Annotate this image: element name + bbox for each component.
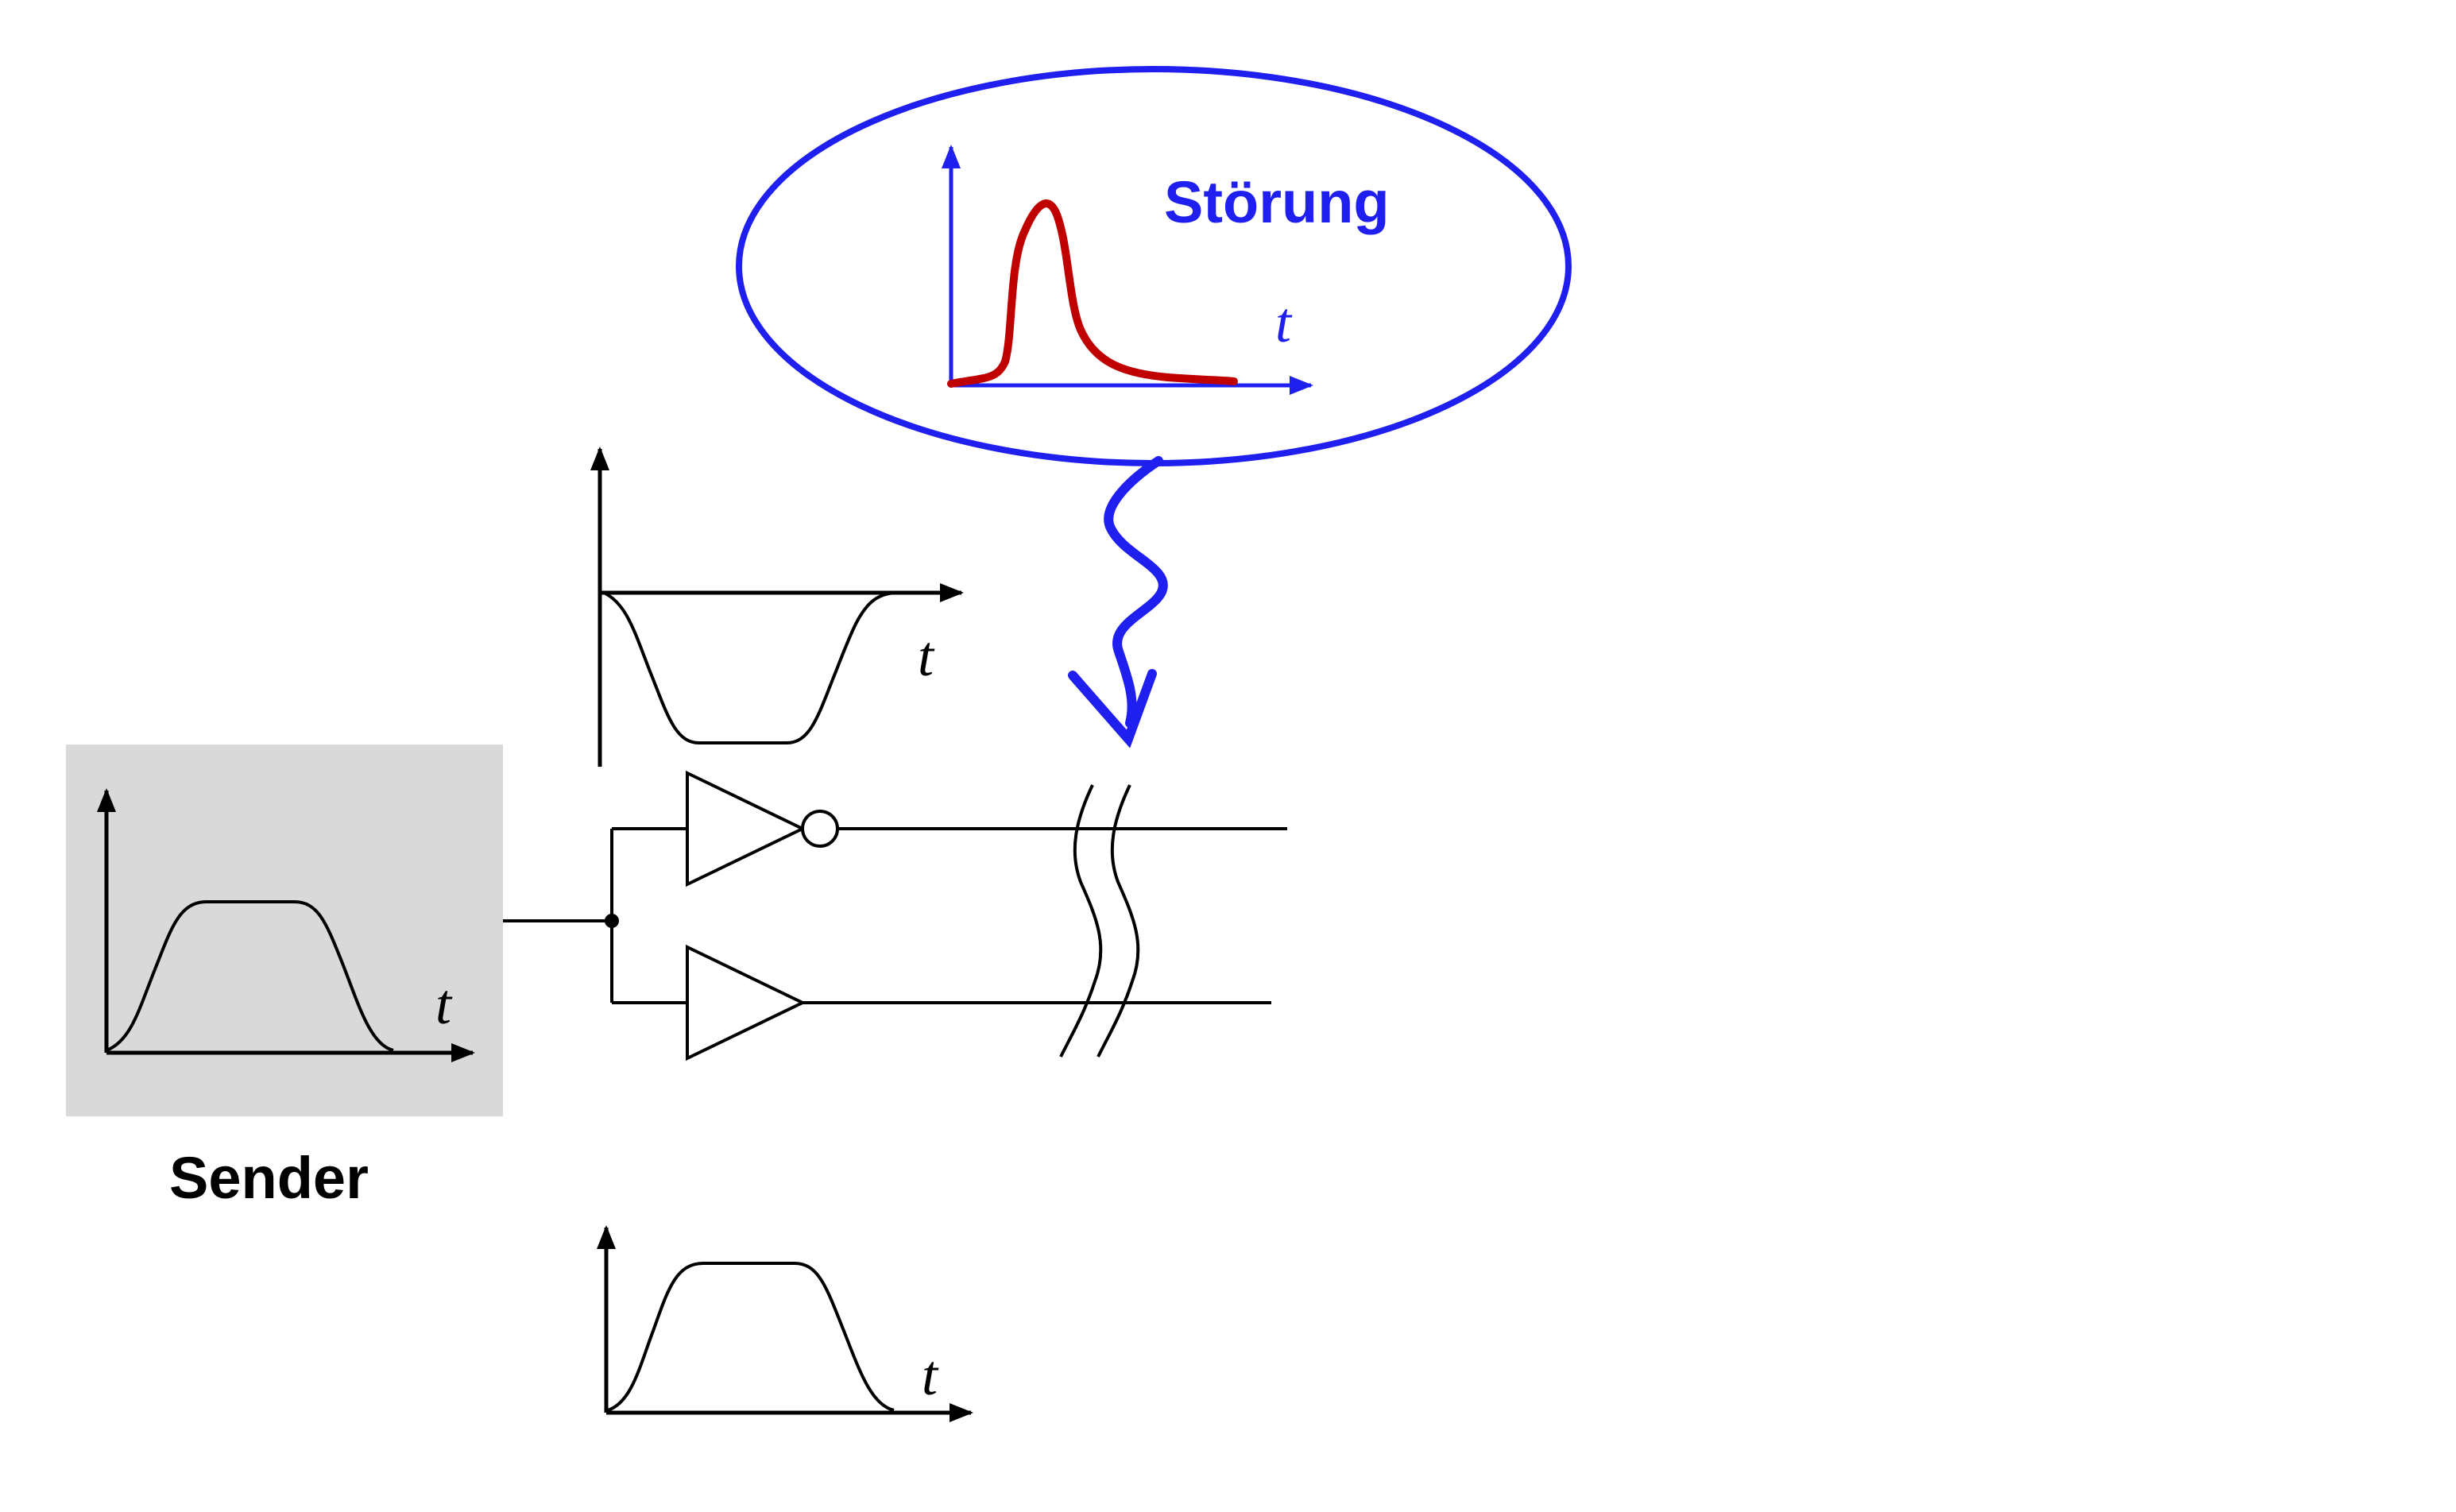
sender-curve [106,900,394,1052]
driver-circuit [503,770,1287,1061]
lower-plot-time-label: t [922,1344,939,1407]
inverter-bubble [801,810,839,848]
lower-signal-plot: t [597,1225,973,1422]
upper-plot-time-label: t [918,625,935,688]
line-break-symbol-right [1096,784,1140,1058]
sender-block: t Sender [66,744,503,1211]
disturbance-pulse-curve [947,199,1238,388]
disturbance-label: Störung [1164,169,1390,235]
lower-plot-curve [607,1262,895,1412]
interference-arrowhead [1068,669,1157,748]
sender-label: Sender [169,1145,369,1211]
sender-time-label: t [435,973,453,1036]
disturbance-time-label: t [1275,291,1293,354]
disturbance-ellipse [736,66,1572,466]
disturbance-group: Störung t [736,66,1572,466]
line-break-symbol-left [1059,784,1103,1058]
upper-signal-plot: t [590,447,964,767]
non-inverting-driver [686,944,806,1061]
upper-plot-curve [603,591,899,744]
sender-box [66,744,503,1116]
interference-wavy-arrow [1104,456,1168,728]
inverting-driver [686,770,806,887]
